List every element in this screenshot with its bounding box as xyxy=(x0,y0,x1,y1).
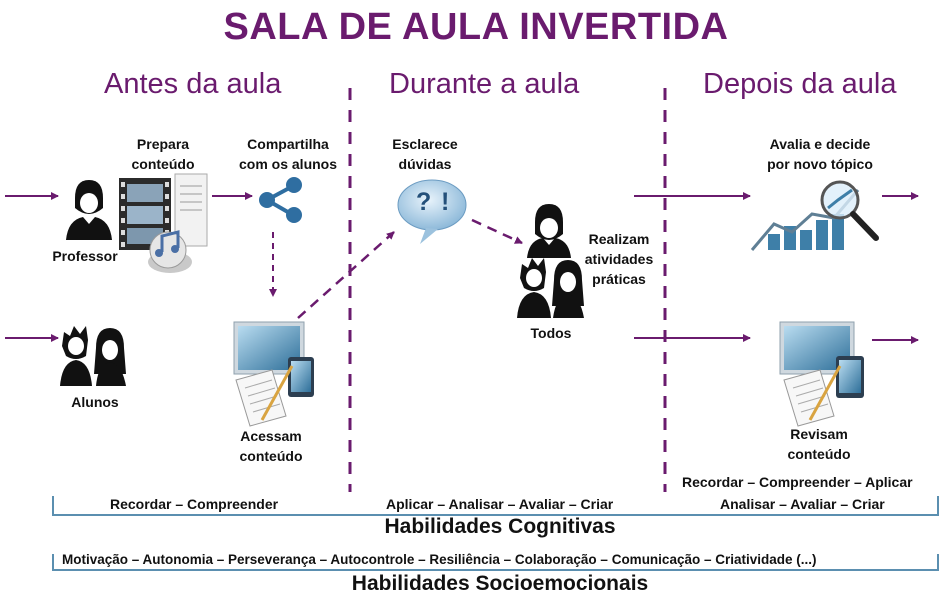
cognitive-title: Habilidades Cognitivas xyxy=(384,515,616,538)
praticas-label: práticas xyxy=(592,271,646,287)
avalia-label: Avalia e decide xyxy=(769,136,871,152)
phase-before-heading: Antes da aula xyxy=(104,68,282,100)
todos-label: Todos xyxy=(530,325,572,341)
atividades-label: atividades xyxy=(584,251,654,267)
compartilha-label: Compartilha xyxy=(247,136,329,152)
prepara-label: Prepara xyxy=(136,136,190,152)
com-alunos-label: com os alunos xyxy=(238,156,338,172)
socioemotional-list: Motivação – Autonomia – Perseverança – A… xyxy=(62,552,817,567)
esclarece-label: Esclarece xyxy=(392,136,458,152)
acessam-conteudo-label: conteúdo xyxy=(239,448,303,464)
students-icon-during xyxy=(517,258,584,318)
share-icon xyxy=(259,177,302,223)
cognitive-after-line2: Analisar – Avaliar – Criar xyxy=(720,496,885,512)
revisam-conteudo-label: conteúdo xyxy=(787,446,851,462)
question-bubble-icon xyxy=(397,179,467,244)
cognitive-before: Recordar – Compreender xyxy=(110,496,279,512)
duvidas-label: dúvidas xyxy=(398,156,452,172)
socioemotional-title: Habilidades Socioemocionais xyxy=(351,572,649,595)
devices-icon-after xyxy=(779,321,864,427)
revisam-label: Revisam xyxy=(790,426,848,442)
cognitive-after-line1: Recordar – Compreender – Aplicar xyxy=(682,474,913,490)
acessam-label: Acessam xyxy=(240,428,302,444)
realizam-label: Realizam xyxy=(588,231,650,247)
novo-topico-label: por novo tópico xyxy=(767,156,873,172)
students-icon xyxy=(60,326,126,386)
professor-icon xyxy=(66,180,112,240)
arrow-to-practice xyxy=(471,218,523,245)
phase-during-heading: Durante a aula xyxy=(389,68,580,100)
arrow-to-doubt xyxy=(297,231,395,319)
analytics-chart-icon xyxy=(750,180,879,251)
devices-icon-before xyxy=(233,321,314,427)
cognitive-during: Aplicar – Analisar – Avaliar – Criar xyxy=(386,496,614,512)
content-media-icon xyxy=(119,173,208,273)
socioemotional-bracket xyxy=(52,554,939,571)
phase-after-heading: Depois da aula xyxy=(703,68,897,100)
page-title: SALA DE AULA INVERTIDA xyxy=(223,6,729,48)
exclamation-mark: ! xyxy=(441,188,450,216)
alunos-label: Alunos xyxy=(71,394,119,410)
question-mark: ? xyxy=(416,188,432,216)
professor-icon-during xyxy=(527,204,571,258)
cognitive-bracket xyxy=(52,496,939,516)
prepara-conteudo-label: conteúdo xyxy=(131,156,195,172)
professor-label: Professor xyxy=(52,248,118,264)
